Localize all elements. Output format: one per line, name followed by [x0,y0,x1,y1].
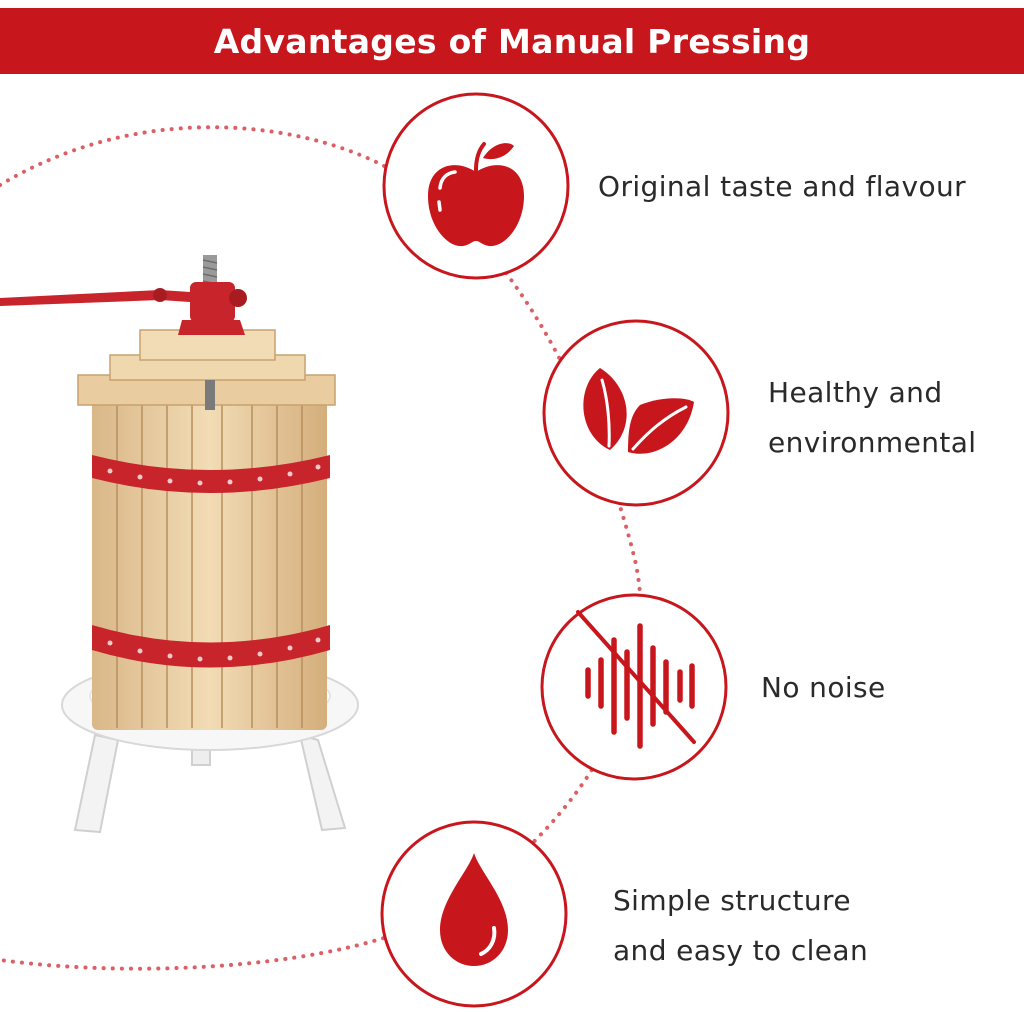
feature-label: Healthy and [768,376,943,409]
feature-circle-healthy [542,319,730,507]
header-banner: Advantages of Manual Pressing [0,8,1024,74]
water-drop-icon [440,853,508,966]
feature-text-taste: Original taste and flavour [598,162,966,212]
feature-circle-taste [382,92,570,280]
no-noise-icon [576,610,696,749]
feature-label: environmental [768,426,977,459]
feature-text-clean: Simple structure and easy to clean [613,876,868,976]
feature-circle-clean [380,820,568,1008]
feature-label: and easy to clean [613,934,869,967]
feature-text-noise: No noise [761,663,886,713]
feature-label: Original taste and flavour [598,170,967,203]
page-title: Advantages of Manual Pressing [213,21,811,61]
feature-circle-noise [540,593,728,781]
leaves-icon [583,368,694,454]
feature-label: Simple structure [613,884,851,917]
feature-label: No noise [761,671,886,704]
feature-text-healthy: Healthy and environmental [768,368,976,468]
fruit-press-image [0,255,359,834]
dotted-arc [0,125,643,971]
apple-icon [428,142,524,247]
